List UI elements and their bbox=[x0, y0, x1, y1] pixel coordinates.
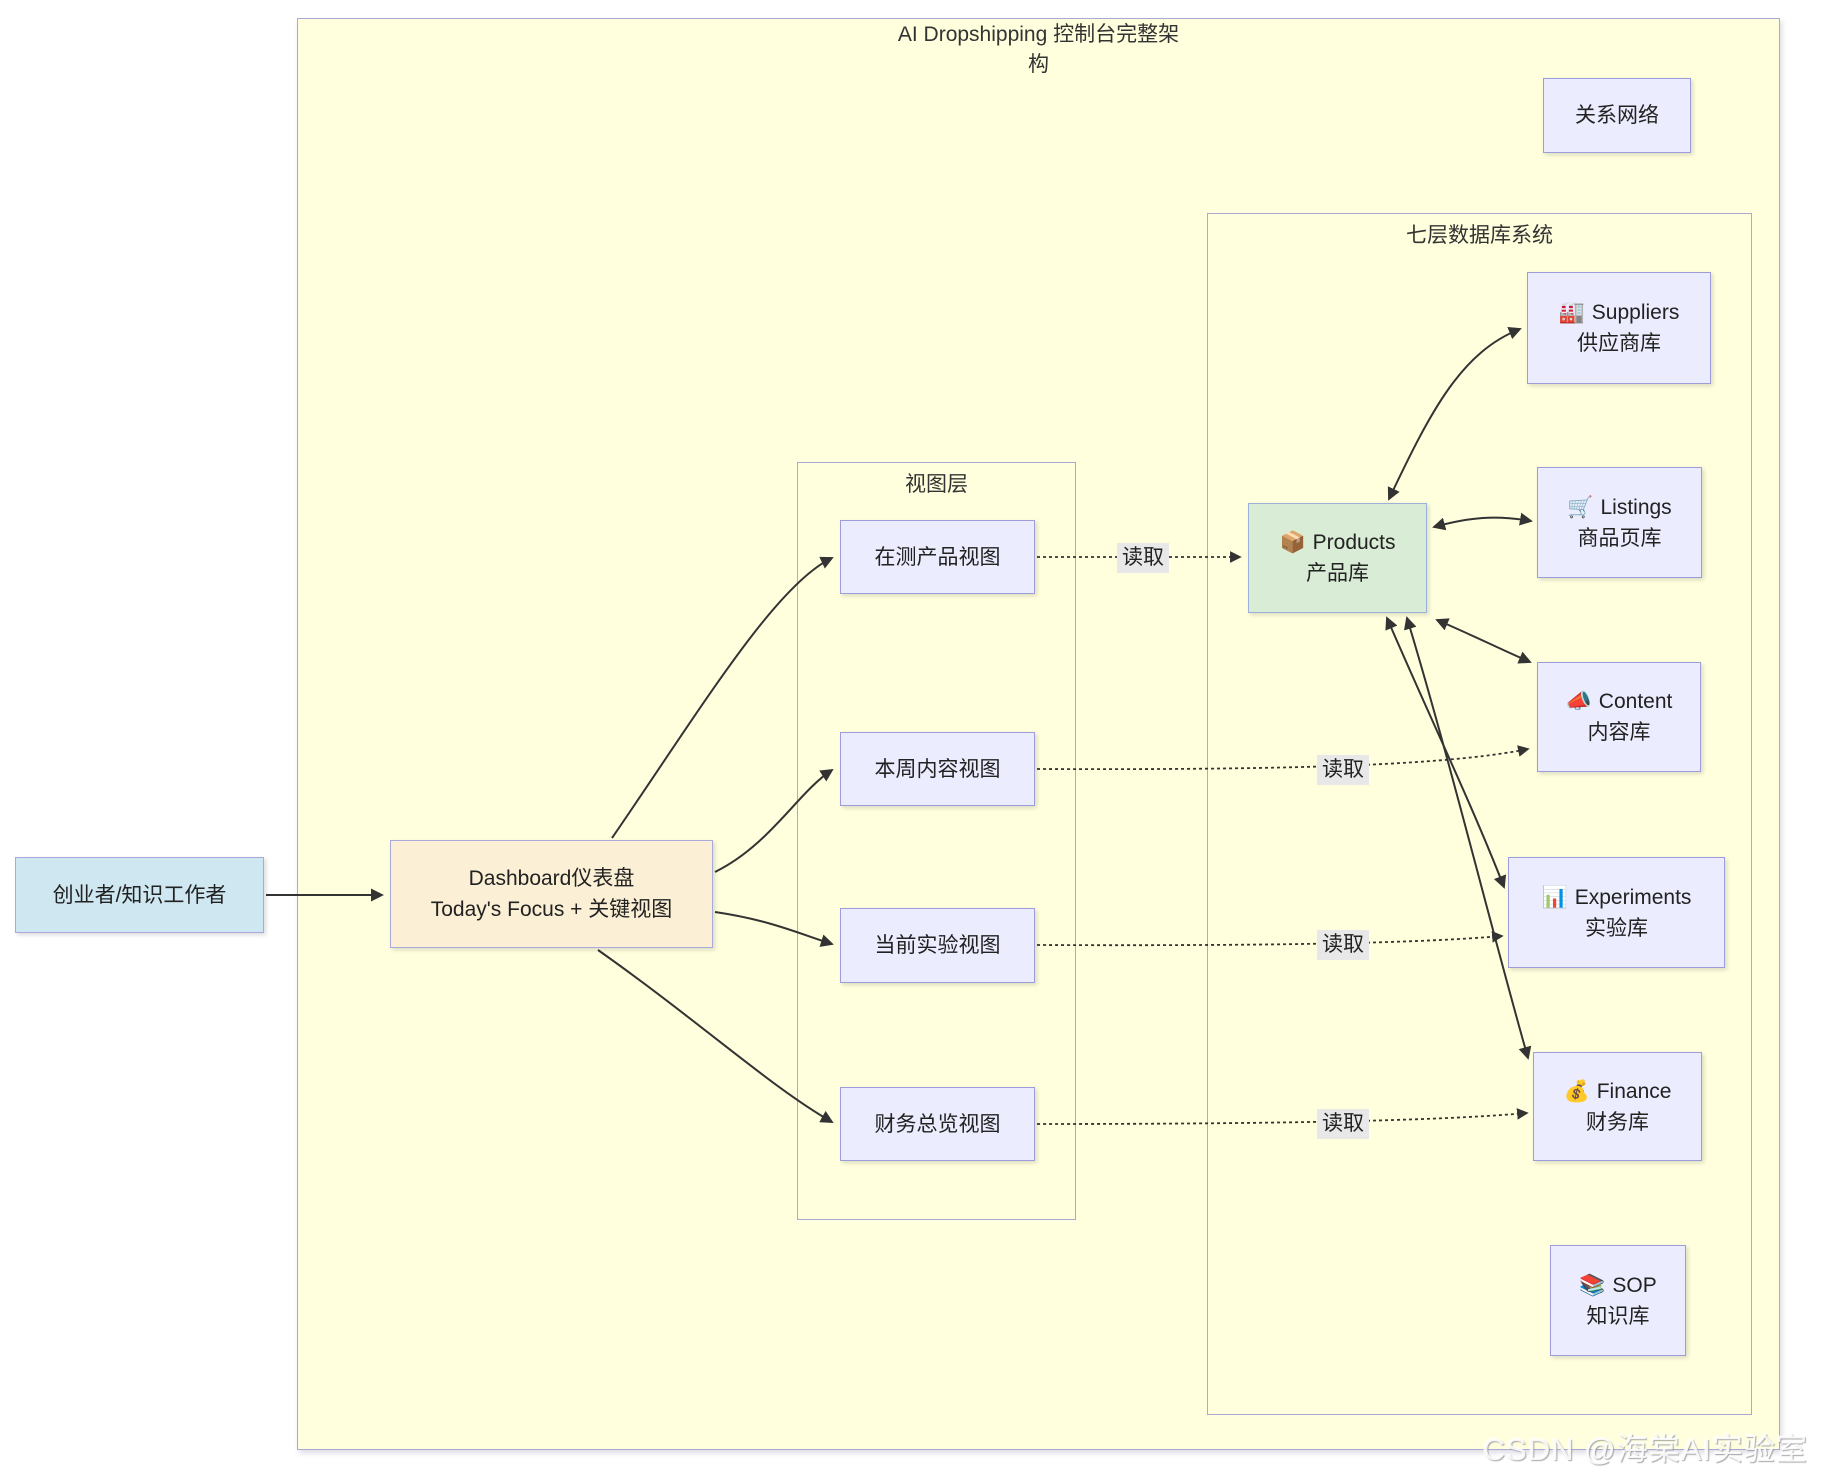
edge-label-read-products: 读取 bbox=[1117, 543, 1169, 573]
view-label: 当前实验视图 bbox=[874, 934, 1001, 957]
relationship-network-node: 关系网络 bbox=[1543, 78, 1691, 153]
db-node-finance: 💰 Finance 财务库 bbox=[1533, 1052, 1702, 1161]
db-cn-label: 实验库 bbox=[1585, 916, 1648, 940]
db-name: SOP bbox=[1612, 1273, 1657, 1297]
db-node-content: 📣 Content 内容库 bbox=[1537, 662, 1701, 772]
db-name: Content bbox=[1598, 690, 1673, 713]
view-node-current-experiments: 当前实验视图 bbox=[840, 908, 1035, 983]
db-cn-label: 供应商库 bbox=[1577, 332, 1661, 355]
db-name: Suppliers bbox=[1591, 301, 1680, 324]
db-cn-label: 商品页库 bbox=[1577, 526, 1662, 550]
diagram-title: AI Dropshipping 控制台完整架 构 bbox=[297, 20, 1780, 80]
bar-chart-icon: 📊 bbox=[1541, 885, 1568, 909]
db-node-sop: 📚 SOP 知识库 bbox=[1550, 1245, 1686, 1356]
view-node-products-testing: 在测产品视图 bbox=[840, 520, 1035, 594]
money-bag-icon: 💰 bbox=[1563, 1079, 1590, 1103]
view-node-weekly-content: 本周内容视图 bbox=[840, 732, 1035, 806]
db-cn-label: 财务库 bbox=[1586, 1110, 1649, 1134]
relationship-network-label: 关系网络 bbox=[1575, 104, 1659, 127]
diagram-title-line1: AI Dropshipping 控制台完整架 bbox=[897, 23, 1180, 46]
architecture-container bbox=[297, 18, 1780, 1450]
user-label: 创业者/知识工作者 bbox=[52, 883, 227, 907]
edge-label-read-content: 读取 bbox=[1317, 755, 1369, 785]
watermark: CSDN @海棠AI实验室 bbox=[1482, 1432, 1808, 1467]
db-node-experiments: 📊 Experiments 实验库 bbox=[1508, 857, 1725, 968]
db-node-listings: 🛒 Listings 商品页库 bbox=[1537, 467, 1702, 578]
db-cn-label: 产品库 bbox=[1306, 562, 1369, 585]
megaphone-icon: 📣 bbox=[1565, 690, 1592, 713]
edge-label-read-experiments: 读取 bbox=[1317, 930, 1369, 960]
dashboard-title: Dashboard仪表盘 bbox=[468, 867, 635, 890]
user-node: 创业者/知识工作者 bbox=[15, 857, 264, 933]
db-cn-label: 知识库 bbox=[1586, 1304, 1650, 1328]
factory-icon: 🏭 bbox=[1558, 301, 1585, 324]
db-name: Experiments bbox=[1574, 885, 1692, 909]
cart-icon: 🛒 bbox=[1567, 495, 1594, 519]
books-icon: 📚 bbox=[1579, 1273, 1606, 1297]
view-node-finance-overview: 财务总览视图 bbox=[840, 1087, 1035, 1161]
db-name: Finance bbox=[1596, 1079, 1672, 1103]
diagram-title-line2: 构 bbox=[1028, 53, 1049, 76]
view-label: 在测产品视图 bbox=[874, 545, 1001, 569]
dashboard-subtitle: Today's Focus + 关键视图 bbox=[430, 898, 673, 921]
db-name: Products bbox=[1312, 531, 1396, 554]
db-node-products: 📦 Products 产品库 bbox=[1248, 503, 1427, 613]
db-name: Listings bbox=[1600, 495, 1672, 519]
db-node-suppliers: 🏭 Suppliers 供应商库 bbox=[1527, 272, 1711, 384]
db-cn-label: 内容库 bbox=[1587, 721, 1651, 744]
dashboard-node: Dashboard仪表盘 Today's Focus + 关键视图 bbox=[390, 840, 713, 948]
package-icon: 📦 bbox=[1279, 531, 1306, 554]
view-label: 财务总览视图 bbox=[874, 1112, 1001, 1136]
view-label: 本周内容视图 bbox=[874, 757, 1001, 781]
edge-label-read-finance: 读取 bbox=[1317, 1109, 1369, 1139]
